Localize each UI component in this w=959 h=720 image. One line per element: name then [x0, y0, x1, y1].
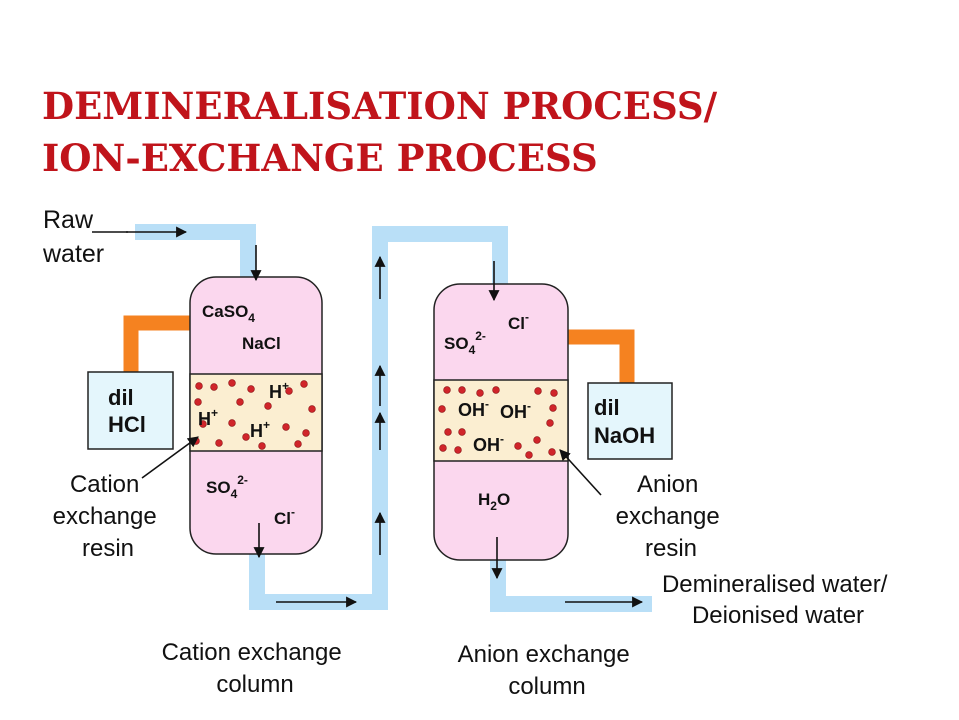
anion-resin-pointer: [559, 449, 602, 496]
flow-arrows: [126, 226, 644, 608]
sodium-chloride-label: NaCl: [242, 334, 281, 353]
acid-tank: [87, 371, 174, 450]
anion-top-chloride: Cl-: [508, 310, 529, 333]
anion-resin-label: Anion exchange resin: [616, 471, 727, 562]
hydrogen-ion-3: H+: [250, 418, 270, 441]
base-tank-label: dil NaOH: [594, 395, 655, 448]
anion-resin-beads: [438, 386, 558, 459]
cation-bottom-sulfate: SO42-: [206, 473, 248, 501]
anion-column-caption: Anion exchange column: [458, 641, 637, 700]
title-line-2: ION-EXCHANGE PROCESS: [42, 136, 598, 180]
cation-column-caption: Cation exchange column: [162, 639, 349, 698]
hydrogen-ion-1: H+: [269, 379, 289, 402]
title-line-1: DEMINERALISATION PROCESS/: [42, 84, 718, 128]
cation-resin-label: Cation exchange resin: [53, 471, 164, 562]
hydrogen-ion-2: H+: [198, 406, 218, 429]
water-molecule-label: H2O: [478, 490, 510, 513]
calcium-sulfate-label: CaSO4: [202, 302, 255, 325]
acid-tank-label: dil HCl: [108, 385, 146, 437]
diagram-title: DEMINERALISATION PROCESS/ ION-EXCHANGE P…: [42, 80, 717, 184]
hydroxide-ion-3: OH-: [473, 432, 504, 455]
hydroxide-ion-1: OH-: [458, 397, 489, 420]
hydroxide-ion-2: OH-: [500, 399, 531, 422]
raw-water-label: Raw water: [42, 206, 104, 268]
anion-top-sulfate: SO42-: [444, 329, 486, 357]
base-feed-line: [567, 329, 635, 383]
cation-bottom-chloride: Cl-: [274, 505, 295, 528]
cation-resin-pointer: [141, 436, 199, 479]
demineralised-water-label: Demineralised water/ Deionised water: [662, 571, 894, 629]
acid-feed-line: [123, 315, 190, 373]
base-tank: [587, 382, 673, 460]
